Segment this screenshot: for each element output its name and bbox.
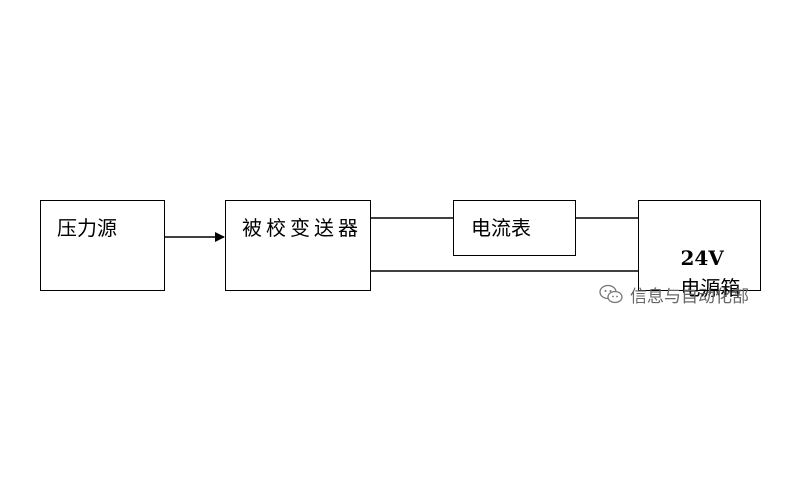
power-supply-label: 24V 电源箱 [655, 213, 759, 333]
power-supply-voltage: 24V [680, 246, 724, 270]
watermark-text: 信息与自动化部 [630, 286, 749, 307]
ammeter-box: 电流表 [453, 200, 576, 256]
pressure-source-box: 压力源 [40, 200, 165, 291]
ammeter-label: 电流表 [471, 216, 531, 240]
power-supply-box: 24V 电源箱 [638, 200, 761, 300]
watermark: 信息与自动化部 [598, 280, 749, 308]
wechat-icon [598, 284, 624, 304]
pressure-source-label: 压力源 [57, 216, 117, 240]
transmitter-label: 被校变送器 [242, 216, 362, 240]
power-supply-text: 电源箱 [680, 276, 741, 300]
transmitter-box: 被校变送器 [225, 200, 371, 291]
